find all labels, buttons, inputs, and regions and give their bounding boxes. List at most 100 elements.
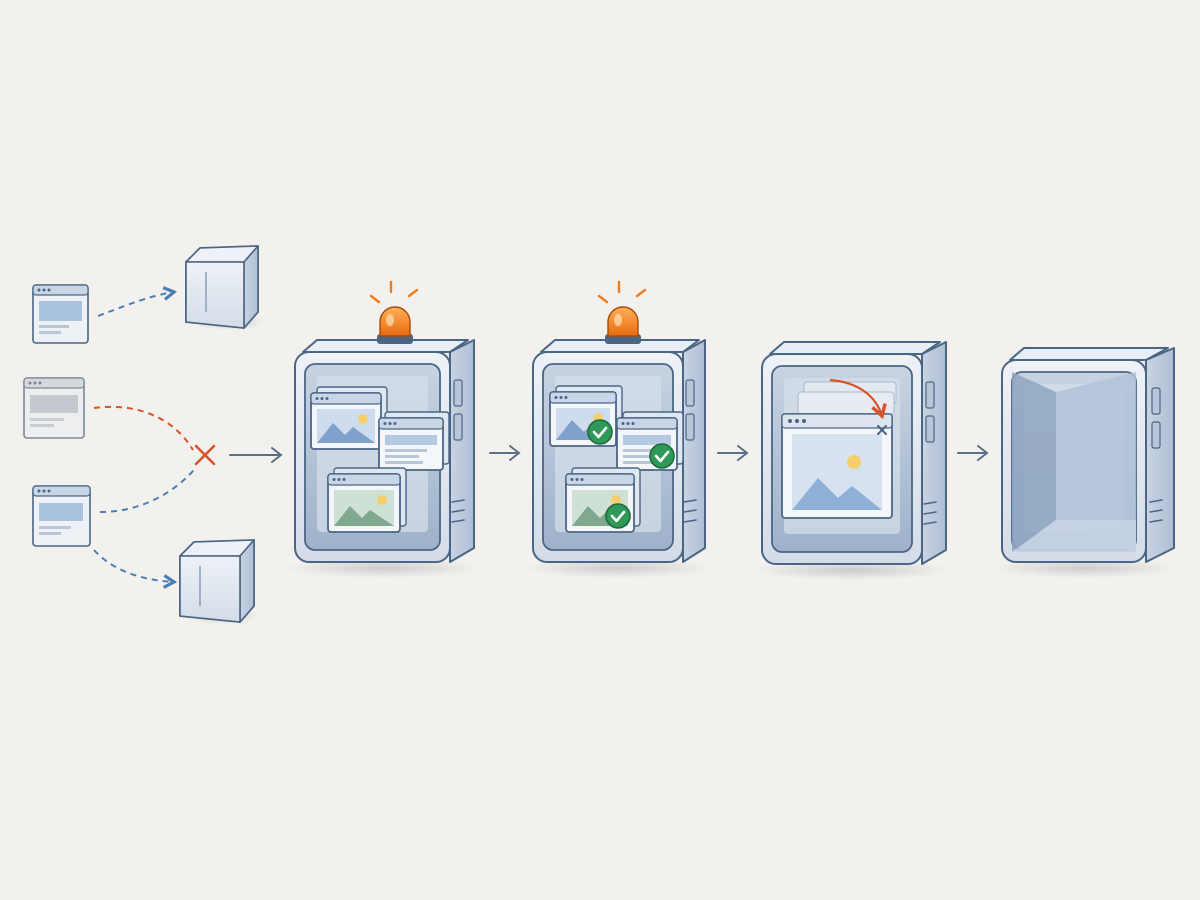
flow-arrow bbox=[717, 445, 749, 461]
window-dot bbox=[564, 396, 568, 399]
window-titlebar bbox=[549, 391, 617, 404]
vent-line bbox=[923, 511, 937, 515]
window-dot bbox=[332, 478, 336, 481]
check-icon bbox=[649, 443, 675, 469]
close-icon bbox=[877, 425, 887, 435]
window-titlebar bbox=[781, 413, 893, 429]
server-side-panel bbox=[1145, 347, 1175, 563]
window-dot bbox=[383, 422, 387, 425]
window-dot bbox=[393, 422, 397, 425]
server-verify-stage bbox=[523, 280, 713, 578]
vent-line bbox=[923, 501, 937, 505]
route-to-bottom-node bbox=[93, 549, 178, 589]
window-dot bbox=[342, 478, 346, 481]
check-mark bbox=[592, 426, 608, 439]
request-window-icon bbox=[32, 284, 89, 344]
interior-left-wall bbox=[1012, 372, 1056, 552]
content-block bbox=[623, 435, 671, 445]
vent-line bbox=[683, 519, 697, 523]
window-titlebar bbox=[327, 473, 401, 486]
sun-icon bbox=[358, 414, 368, 424]
check-mark bbox=[610, 510, 626, 523]
text-line bbox=[385, 455, 419, 458]
siren-ray bbox=[597, 294, 609, 304]
request-window-icon bbox=[23, 377, 85, 439]
window-dot bbox=[325, 397, 329, 400]
interior-floor bbox=[1012, 520, 1136, 552]
vent-slot bbox=[453, 413, 463, 441]
text-line bbox=[623, 461, 657, 464]
window-titlebar bbox=[565, 473, 635, 486]
window-dot bbox=[580, 478, 584, 481]
siren-ray bbox=[407, 288, 419, 298]
vent-slot bbox=[1151, 421, 1161, 449]
vent-line bbox=[1149, 509, 1163, 513]
siren-highlight bbox=[614, 314, 622, 326]
server-top bbox=[1009, 347, 1169, 361]
failed-route bbox=[93, 405, 194, 451]
window-dot bbox=[788, 419, 792, 423]
siren-ray bbox=[369, 294, 381, 304]
siren-ray bbox=[635, 288, 647, 298]
vent-slot bbox=[925, 381, 935, 409]
vent-line bbox=[683, 499, 697, 503]
server-close-stage bbox=[752, 341, 952, 580]
window-dot bbox=[337, 478, 341, 481]
text-line bbox=[623, 449, 661, 452]
mountain-icon bbox=[792, 478, 882, 510]
mountain-icon bbox=[334, 506, 394, 526]
check-icon bbox=[587, 419, 613, 445]
window-dot bbox=[320, 397, 324, 400]
check-icon bbox=[605, 503, 631, 529]
siren-icon bbox=[607, 306, 639, 337]
window-dot bbox=[554, 396, 558, 399]
vent-slot bbox=[453, 379, 463, 407]
siren-icon bbox=[379, 306, 411, 337]
vent-slot bbox=[685, 413, 695, 441]
text-line bbox=[623, 455, 653, 458]
vent-line bbox=[923, 521, 937, 525]
window-dot bbox=[570, 478, 574, 481]
window-dot bbox=[631, 422, 635, 425]
sun-icon bbox=[611, 495, 621, 505]
vent-line bbox=[683, 509, 697, 513]
server-top bbox=[769, 341, 941, 355]
flow-arrow bbox=[957, 445, 989, 461]
flow-arrow bbox=[489, 445, 521, 461]
route-rerouted bbox=[99, 469, 195, 513]
check-mark bbox=[654, 450, 670, 463]
window-dot bbox=[315, 397, 319, 400]
vent-line bbox=[1149, 499, 1163, 503]
window-titlebar bbox=[616, 417, 678, 430]
text-line bbox=[385, 449, 427, 452]
vent-line bbox=[451, 499, 465, 503]
vent-line bbox=[451, 509, 465, 513]
vent-line bbox=[451, 519, 465, 523]
window-dot bbox=[626, 422, 630, 425]
interior-back-wall bbox=[1056, 372, 1136, 552]
window-dot bbox=[559, 396, 563, 399]
mountain-icon bbox=[317, 423, 375, 443]
window-dot bbox=[621, 422, 625, 425]
vent-slot bbox=[1151, 387, 1161, 415]
server-empty-stage bbox=[992, 347, 1176, 578]
vent-slot bbox=[925, 415, 935, 443]
server-side-panel bbox=[449, 339, 475, 563]
text-line bbox=[385, 461, 423, 464]
server-side-panel bbox=[682, 339, 706, 563]
window-dot bbox=[795, 419, 799, 423]
flow-arrow bbox=[229, 447, 283, 463]
healthy-node-cube-icon bbox=[185, 245, 266, 330]
window-dot bbox=[575, 478, 579, 481]
failure-x-icon bbox=[194, 444, 216, 466]
siren-highlight bbox=[386, 314, 394, 326]
window-dot bbox=[388, 422, 392, 425]
traffic-routing-stage bbox=[23, 245, 266, 624]
route-to-top-node bbox=[97, 286, 178, 317]
window-dot bbox=[802, 419, 806, 423]
vent-slot bbox=[685, 379, 695, 407]
request-window-icon bbox=[32, 485, 91, 547]
healthy-node-cube-icon bbox=[179, 539, 260, 624]
sun-icon bbox=[377, 495, 387, 505]
